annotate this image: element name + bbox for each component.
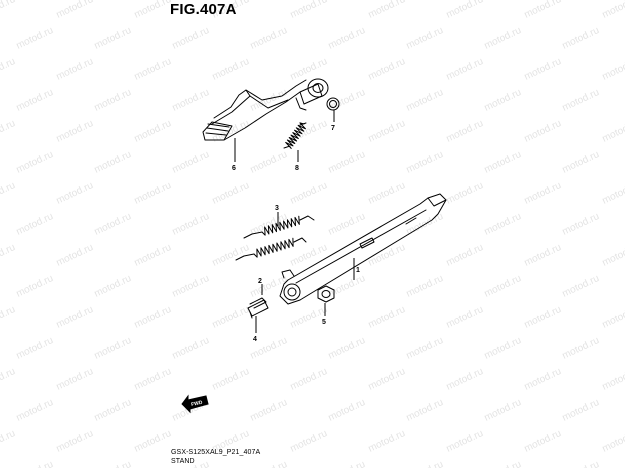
callout-7: 7 <box>331 125 335 132</box>
callout-3: 3 <box>275 205 279 212</box>
washer-part[interactable] <box>326 97 340 111</box>
stand-nut-part[interactable] <box>317 285 335 303</box>
figure-name: STAND <box>171 458 195 465</box>
svg-text:FWD: FWD <box>191 400 204 408</box>
callout-2: 2 <box>258 278 262 285</box>
side-stand-part[interactable] <box>279 193 447 305</box>
brake-pedal-part[interactable] <box>202 78 329 141</box>
leader-lines <box>234 110 355 333</box>
front-direction-arrow-icon: FWD <box>181 394 209 414</box>
callout-1: 1 <box>356 267 360 274</box>
figure-code: GSX-S125XAL9_P21_407A <box>171 449 261 456</box>
pedal-return-spring-part[interactable] <box>283 122 307 149</box>
figure-title: FIG.407A <box>170 1 237 18</box>
stand-spring-outer-part[interactable] <box>243 215 315 239</box>
callout-6: 6 <box>232 165 236 172</box>
callout-8: 8 <box>295 165 299 172</box>
stand-bolt-part[interactable] <box>247 297 269 319</box>
stand-spring-inner-part[interactable] <box>235 237 307 261</box>
callout-labels: 1 2 3 4 5 6 7 8 <box>232 125 360 343</box>
callout-5: 5 <box>322 319 326 326</box>
callout-4: 4 <box>253 336 257 343</box>
